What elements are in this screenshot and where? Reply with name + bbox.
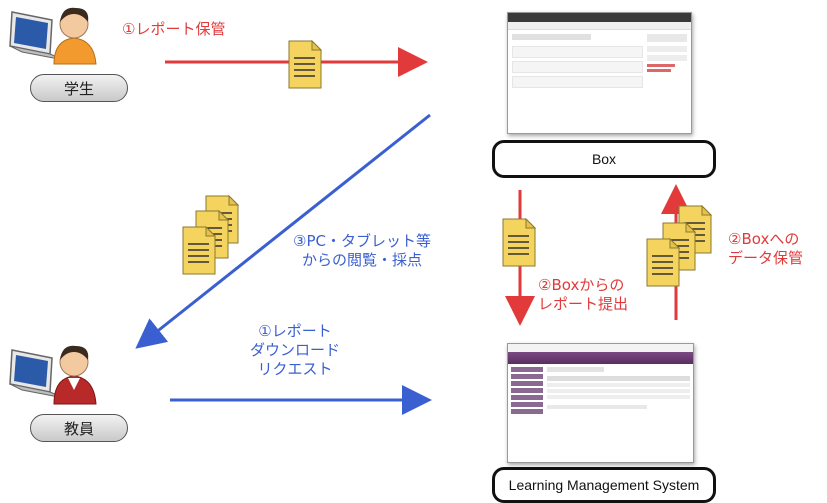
- box-store-line-2: データ保管: [728, 249, 804, 267]
- box-store-line-1: ②Boxへの: [728, 230, 800, 248]
- lms-screenshot: [507, 343, 694, 463]
- box-submit-label: ②Boxからの レポート提出: [538, 276, 628, 314]
- teacher-request-line-2: ダウンロード: [249, 341, 340, 359]
- document-icon: [288, 40, 322, 89]
- box-store-label: ②Boxへの データ保管: [728, 230, 803, 268]
- teacher-view-line-2: からの閲覧・採点: [301, 251, 422, 269]
- box-submit-line-1: ②Boxからの: [538, 276, 625, 294]
- box-screenshot: [507, 12, 692, 134]
- teacher-view-line-1: ③PC・タブレット等: [293, 232, 431, 250]
- arrow-box-to-teacher: [135, 113, 431, 349]
- document-icon: [646, 238, 680, 287]
- document-icon: [502, 218, 536, 267]
- teacher-view-label: ③PC・タブレット等 からの閲覧・採点: [272, 232, 452, 270]
- student-label: 学生: [30, 74, 128, 102]
- box-submit-line-2: レポート提出: [538, 295, 629, 313]
- teacher-request-label: ①レポート ダウンロード リクエスト: [222, 322, 368, 379]
- teacher-request-line-1: ①レポート: [258, 322, 332, 340]
- student-store-label: ①レポート保管: [122, 20, 226, 38]
- lms-system-label: Learning Management System: [492, 467, 716, 503]
- document-icon: [182, 226, 216, 275]
- person-laptop-icon: [9, 7, 97, 65]
- box-system-label: Box: [492, 140, 716, 178]
- teacher-label: 教員: [30, 414, 128, 442]
- person-laptop-icon: [9, 345, 97, 405]
- teacher-request-line-3: リクエスト: [257, 360, 333, 378]
